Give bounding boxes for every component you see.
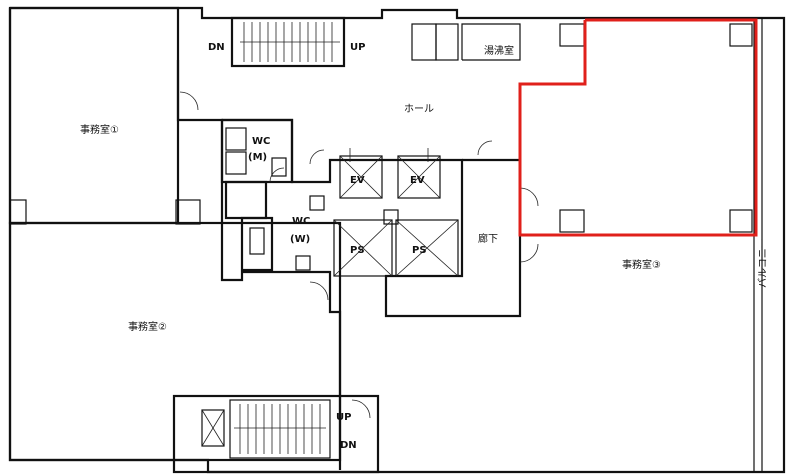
label-stair-top-dn: DN xyxy=(208,42,225,53)
label-stair-top-up: UP xyxy=(350,42,365,53)
toilet xyxy=(225,151,247,175)
door-swing xyxy=(351,399,371,419)
hot-water-room xyxy=(461,23,521,61)
label-office-2: 事務室② xyxy=(128,320,167,333)
label-wc-w: WC xyxy=(292,216,310,227)
shaft xyxy=(201,409,225,447)
stair-top xyxy=(230,16,346,68)
label-balcony: バルコニー xyxy=(757,238,769,288)
cabinet xyxy=(411,23,437,61)
ps-shaft-2 xyxy=(395,219,459,277)
ev-shaft-2 xyxy=(397,155,441,199)
column xyxy=(559,209,585,233)
cabinet xyxy=(435,23,459,61)
ev-shaft-1 xyxy=(339,155,383,199)
door-swing xyxy=(309,281,329,301)
toilet xyxy=(249,227,265,255)
label-hall: ホール xyxy=(404,103,434,115)
stair-bottom-walls xyxy=(172,394,380,474)
highlighted-area xyxy=(518,18,758,237)
door-swing xyxy=(477,140,493,156)
toilet xyxy=(225,127,247,151)
column xyxy=(383,209,399,225)
sink xyxy=(295,255,311,271)
door-swing xyxy=(519,187,539,207)
hall-wall xyxy=(176,60,342,470)
column xyxy=(175,199,201,225)
label-wc-w-sub: (W) xyxy=(290,234,310,245)
label-office-3: 事務室③ xyxy=(622,258,661,271)
sink xyxy=(309,195,325,211)
column xyxy=(729,209,753,233)
office-1-walls xyxy=(8,6,180,225)
label-corridor: 廊下 xyxy=(478,232,498,245)
stair-bottom xyxy=(229,399,331,459)
door-swing xyxy=(309,149,325,165)
wc-m-walls xyxy=(220,118,294,184)
door-swing xyxy=(519,243,539,263)
column xyxy=(559,23,585,47)
sink xyxy=(271,157,287,177)
column xyxy=(9,199,27,225)
stair-bottom-treads xyxy=(234,404,326,454)
label-ev-1: EV xyxy=(350,175,365,186)
label-office-1: 事務室① xyxy=(80,123,119,136)
pantry xyxy=(224,180,268,220)
label-ps-2: PS xyxy=(412,245,427,256)
label-stair-bottom-dn: DN xyxy=(340,440,357,451)
label-wc-m: WC xyxy=(252,136,270,147)
door-swing xyxy=(179,91,199,111)
label-stair-bottom-up: UP xyxy=(336,412,351,423)
label-hot-water-room: 湯沸室 xyxy=(484,44,514,57)
outer-wall xyxy=(8,6,786,474)
label-ps-1: PS xyxy=(350,245,365,256)
ps-shaft-1 xyxy=(333,219,393,277)
wc-w-stall xyxy=(240,216,274,272)
column xyxy=(729,23,753,47)
stair-top-treads xyxy=(240,22,340,62)
label-wc-m-sub: (M) xyxy=(248,152,267,163)
label-ev-2: EV xyxy=(410,175,425,186)
door-swing xyxy=(269,167,285,183)
